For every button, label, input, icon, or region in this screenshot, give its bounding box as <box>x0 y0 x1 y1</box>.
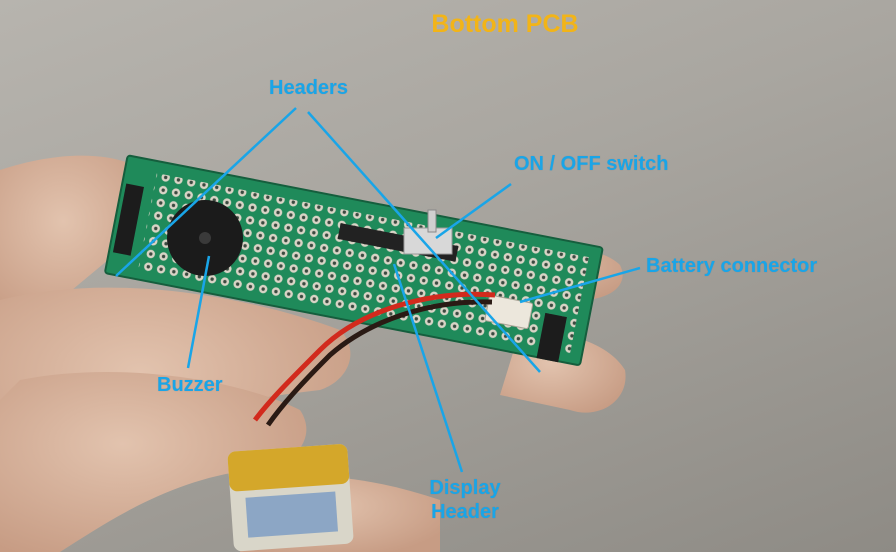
label-on-off-switch: ON / OFF switch <box>514 153 669 175</box>
pointer-lines <box>115 107 641 473</box>
page-title: Bottom PCB <box>431 10 579 38</box>
label-display-header-line1: Display <box>429 477 501 499</box>
label-headers: Headers <box>269 77 348 99</box>
label-buzzer: Buzzer <box>157 374 223 396</box>
pcb <box>104 154 604 366</box>
label-display-header-line2: Header <box>431 501 499 523</box>
label-battery-connector: Battery connector <box>646 255 818 277</box>
label-display-header: Display Header <box>420 476 510 524</box>
battery <box>227 444 354 552</box>
